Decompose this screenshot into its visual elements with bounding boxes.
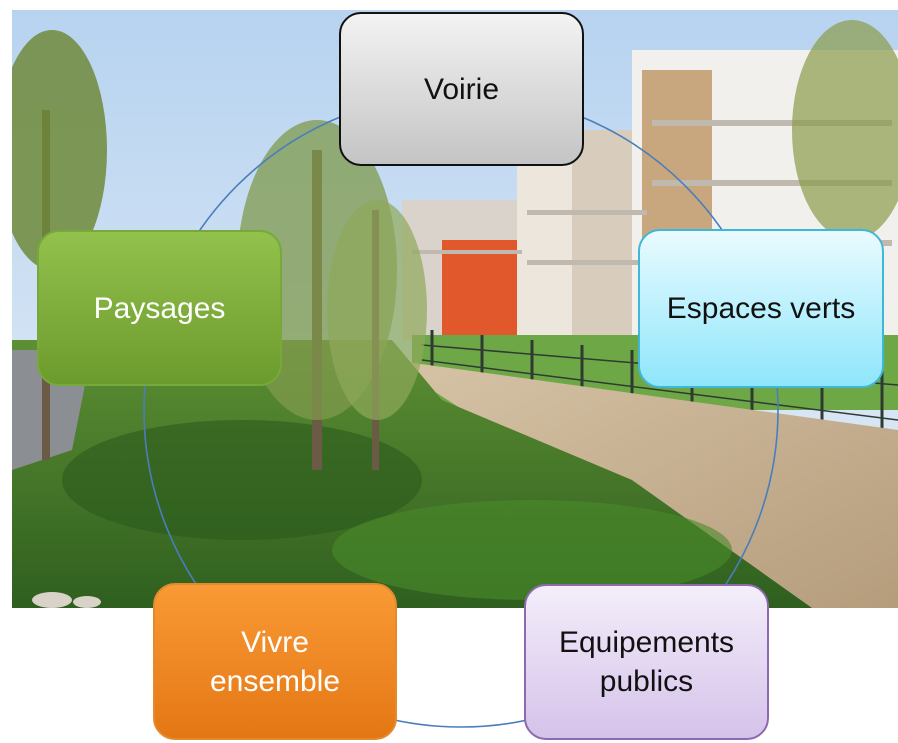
node-paysages: Paysages xyxy=(37,230,282,386)
node-equipements-publics-label: Equipements publics xyxy=(558,626,735,698)
node-voirie: Voirie xyxy=(339,12,584,166)
node-equipements-publics: Equipements publics xyxy=(524,584,769,740)
node-voirie-label: Voirie xyxy=(423,72,500,106)
node-paysages-label: Paysages xyxy=(93,291,226,325)
node-espaces-verts-label: Espaces verts xyxy=(666,292,856,325)
node-vivre-ensemble-label: Vivre ensemble xyxy=(209,625,341,698)
node-vivre-ensemble: Vivre ensemble xyxy=(153,583,397,740)
node-espaces-verts: Espaces verts xyxy=(638,229,884,388)
